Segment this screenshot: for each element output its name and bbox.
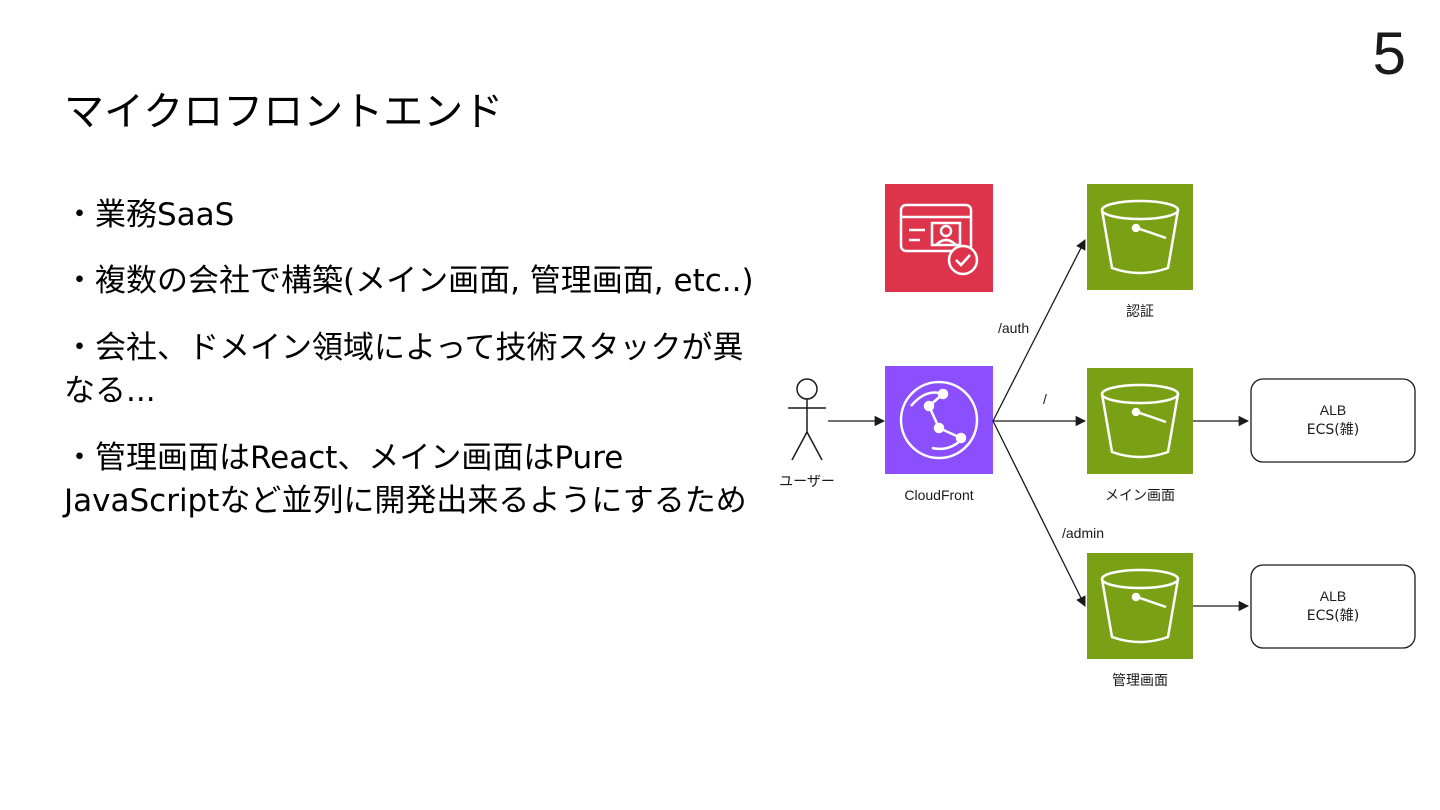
s3-bucket-icon bbox=[1087, 553, 1193, 659]
bullet-list: ・業務SaaS ・複数の会社で構築(メイン画面, 管理画面, etc..) ・会… bbox=[64, 194, 764, 546]
backend-main-line-1: ALB bbox=[1320, 402, 1346, 418]
identity-verification-icon bbox=[885, 184, 993, 292]
backend-box-main: ALB ECS(雑) bbox=[1250, 378, 1416, 463]
arrow-cloudfront-to-auth bbox=[992, 239, 1086, 422]
backend-admin-line-1: ALB bbox=[1320, 588, 1346, 604]
cloudfront-label: CloudFront bbox=[904, 487, 973, 503]
bullet-item: ・複数の会社で構築(メイン画面, 管理画面, etc..) bbox=[64, 263, 754, 300]
bullet-item: ・会社、ドメイン領域によって技術スタックが異なる... bbox=[64, 329, 744, 410]
path-label-root: / bbox=[1043, 391, 1047, 407]
backend-admin-line-2: ECS(雑) bbox=[1307, 608, 1359, 624]
bullet-item: ・管理画面はReact、メイン画面はPure JavaScriptなど並列に開発… bbox=[64, 439, 747, 519]
arrow-cloudfront-to-admin bbox=[992, 420, 1086, 607]
s3-bucket-icon bbox=[1087, 184, 1193, 290]
path-label-admin: /admin bbox=[1062, 525, 1104, 541]
backend-main-line-2: ECS(雑) bbox=[1307, 422, 1359, 438]
page-number: 5 bbox=[1372, 20, 1406, 87]
slide-title: マイクロフロントエンド bbox=[64, 89, 504, 135]
auth-bucket-label: 認証 bbox=[1126, 304, 1154, 320]
bullet-item: ・業務SaaS bbox=[64, 197, 235, 233]
admin-bucket-label: 管理画面 bbox=[1112, 673, 1168, 689]
main-bucket-label: メイン画面 bbox=[1105, 488, 1175, 504]
backend-box-admin: ALB ECS(雑) bbox=[1250, 564, 1416, 649]
user-stick-figure-icon bbox=[788, 378, 826, 461]
user-label: ユーザー bbox=[779, 474, 835, 490]
architecture-diagram: ユーザー bbox=[760, 170, 1440, 710]
s3-bucket-icon bbox=[1087, 368, 1193, 474]
cloudfront-icon bbox=[885, 366, 993, 474]
path-label-auth: /auth bbox=[998, 320, 1029, 336]
